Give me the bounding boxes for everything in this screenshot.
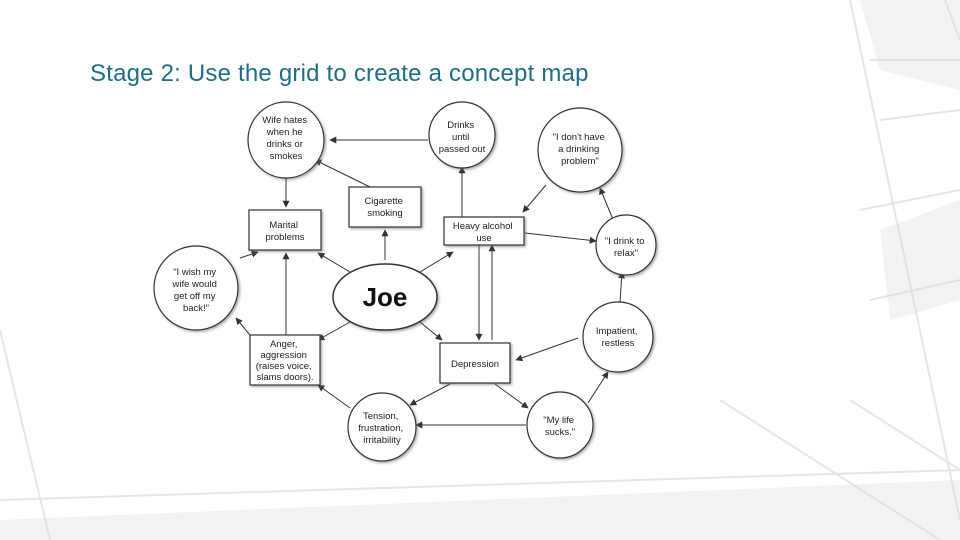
node-line: get off my: [174, 291, 216, 302]
node-line: until: [452, 132, 469, 143]
node-life-sucks: "My life sucks.": [527, 392, 593, 458]
arrow-impatient-to-relax: [620, 272, 622, 303]
arrow-joe-to-marital: [318, 253, 350, 272]
node-drink-to-relax: "I drink to relax": [596, 215, 656, 275]
svg-text:Cigarette smoking: Cigarette smoking: [364, 196, 405, 219]
arrow-relax-to-problem: [600, 188, 614, 222]
arrow-impatient-to-depression: [516, 338, 578, 360]
node-line: aggression: [260, 350, 306, 361]
node-anger: Anger, aggression (raises voice, slams d…: [250, 335, 320, 385]
arrow-lifesucks-to-impatient: [588, 372, 608, 403]
arrow-joe-to-anger: [318, 322, 350, 340]
node-line: problem": [561, 156, 599, 167]
node-line: Cigarette: [364, 196, 403, 207]
svg-text:Impatient, restless: Impatient, restless: [596, 326, 640, 349]
arrow-wish-to-marital: [240, 252, 258, 258]
arrow-problem-to-heavy: [523, 185, 546, 212]
node-line: a drinking: [558, 144, 599, 155]
node-line: Depression: [451, 359, 499, 370]
node-heavy-alcohol: Heavy alcohol use: [444, 217, 524, 245]
node-line: drinks or: [266, 139, 302, 150]
node-line: Heavy alcohol: [453, 221, 513, 232]
node-line: frustration,: [358, 423, 403, 434]
node-drinks-until: Drinks until passed out: [429, 102, 495, 168]
svg-text:"My life sucks.": "My life sucks.": [543, 415, 576, 438]
node-line: wife would: [172, 279, 217, 290]
node-line: "My life: [543, 415, 574, 426]
slide-title: Stage 2: Use the grid to create a concep…: [90, 60, 589, 88]
node-marital-problems: Marital problems: [249, 210, 321, 250]
node-line: problems: [265, 232, 304, 243]
node-line: irritability: [363, 435, 401, 446]
node-line: Wife hates: [262, 115, 307, 126]
node-line: Drinks: [447, 120, 474, 131]
node-line: "I drink to: [605, 236, 645, 247]
node-line: "I don't have: [553, 132, 605, 143]
node-center-joe: Joe: [333, 264, 437, 330]
center-label: Joe: [363, 282, 408, 312]
arrow-joe-to-heavy: [420, 252, 453, 272]
node-line: slams doors).: [256, 372, 313, 383]
arrow-cigarette-to-wife: [315, 160, 370, 187]
arrow-depression-to-lifesucks: [495, 384, 528, 408]
node-line: passed out: [439, 144, 486, 155]
arrow-depression-to-tension: [410, 384, 450, 405]
arrow-heavy-to-relax: [525, 233, 596, 241]
concept-map-diagram: Wife hates when he drinks or smokes Drin…: [140, 100, 700, 470]
node-line: Anger,: [270, 339, 297, 350]
svg-text:Depression: Depression: [451, 359, 499, 370]
node-line: when he: [266, 127, 303, 138]
node-wish-wife: "I wish my wife would get off my back!": [154, 246, 238, 330]
svg-text:Tension, frustration,: Tension, frustration, irritability: [358, 411, 406, 446]
node-cigarette-smoking: Cigarette smoking: [349, 187, 421, 227]
svg-text:Marital problems: Marital problems: [265, 220, 304, 243]
arrow-tension-to-anger: [318, 385, 350, 408]
node-line: restless: [602, 338, 635, 349]
node-line: "I wish my: [173, 267, 216, 278]
node-line: relax": [614, 248, 638, 259]
arrow-joe-to-depression: [420, 322, 442, 340]
node-line: smokes: [270, 151, 303, 162]
node-line: use: [476, 233, 491, 244]
node-dont-have-problem: "I don't have a drinking problem": [538, 108, 622, 192]
node-line: back!": [183, 303, 209, 314]
node-wife-hates: Wife hates when he drinks or smokes: [248, 102, 324, 178]
node-tension: Tension, frustration, irritability: [348, 393, 416, 461]
node-line: smoking: [367, 208, 402, 219]
node-line: (raises voice,: [256, 361, 312, 372]
node-line: Marital: [269, 220, 298, 231]
node-line: Tension,: [363, 411, 398, 422]
node-impatient: Impatient, restless: [583, 302, 653, 372]
node-depression: Depression: [440, 343, 510, 383]
node-line: Impatient,: [596, 326, 638, 337]
node-line: sucks.": [545, 427, 575, 438]
